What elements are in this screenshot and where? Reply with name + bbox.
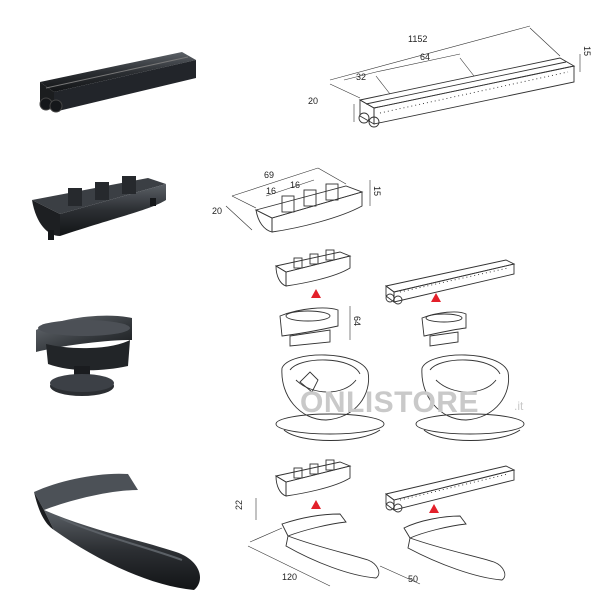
seat-right — [415, 354, 525, 441]
dim-clip-length: 69 — [264, 170, 274, 180]
watermark-text: ONLISTORE — [300, 386, 479, 419]
dim-wing-length: 120 — [282, 572, 297, 582]
dim-clip-height: 15 — [372, 186, 382, 196]
arrow-up-icon — [311, 289, 321, 298]
dim-holder-height: 64 — [352, 316, 362, 326]
dim-wing-width: 50 — [408, 574, 418, 584]
photo-clip — [32, 176, 166, 240]
seat-left — [275, 354, 385, 441]
assembly-clip-wing — [247, 459, 380, 587]
watermark: ONLISTORE .it — [300, 386, 524, 419]
photo-rail — [39, 52, 196, 113]
dim-rail-offset: 32 — [356, 72, 366, 82]
dim-clip-width: 20 — [212, 206, 222, 216]
dim-clip-pitch-a: 16 — [266, 186, 276, 196]
dim-rail-segment: 64 — [420, 52, 430, 62]
drawing-clip — [225, 167, 371, 233]
dim-rail-width: 20 — [308, 96, 318, 106]
watermark-suffix: .it — [514, 399, 524, 413]
dim-wing-height: 22 — [234, 500, 244, 510]
assembly-rail-holder — [384, 259, 516, 347]
dim-rail-height: 15 — [582, 46, 592, 56]
arrow-up-icon — [311, 500, 321, 509]
arrow-up-icon — [431, 293, 441, 302]
assembly-rail-wing — [379, 465, 516, 585]
dim-clip-pitch-b: 16 — [290, 180, 300, 190]
assembly-clip-holder — [274, 249, 352, 347]
photo-holder — [36, 315, 132, 396]
arrow-up-icon — [429, 504, 439, 513]
drawing-rail — [329, 25, 581, 128]
photo-wing — [34, 473, 200, 590]
dim-rail-length: 1152 — [408, 34, 427, 44]
